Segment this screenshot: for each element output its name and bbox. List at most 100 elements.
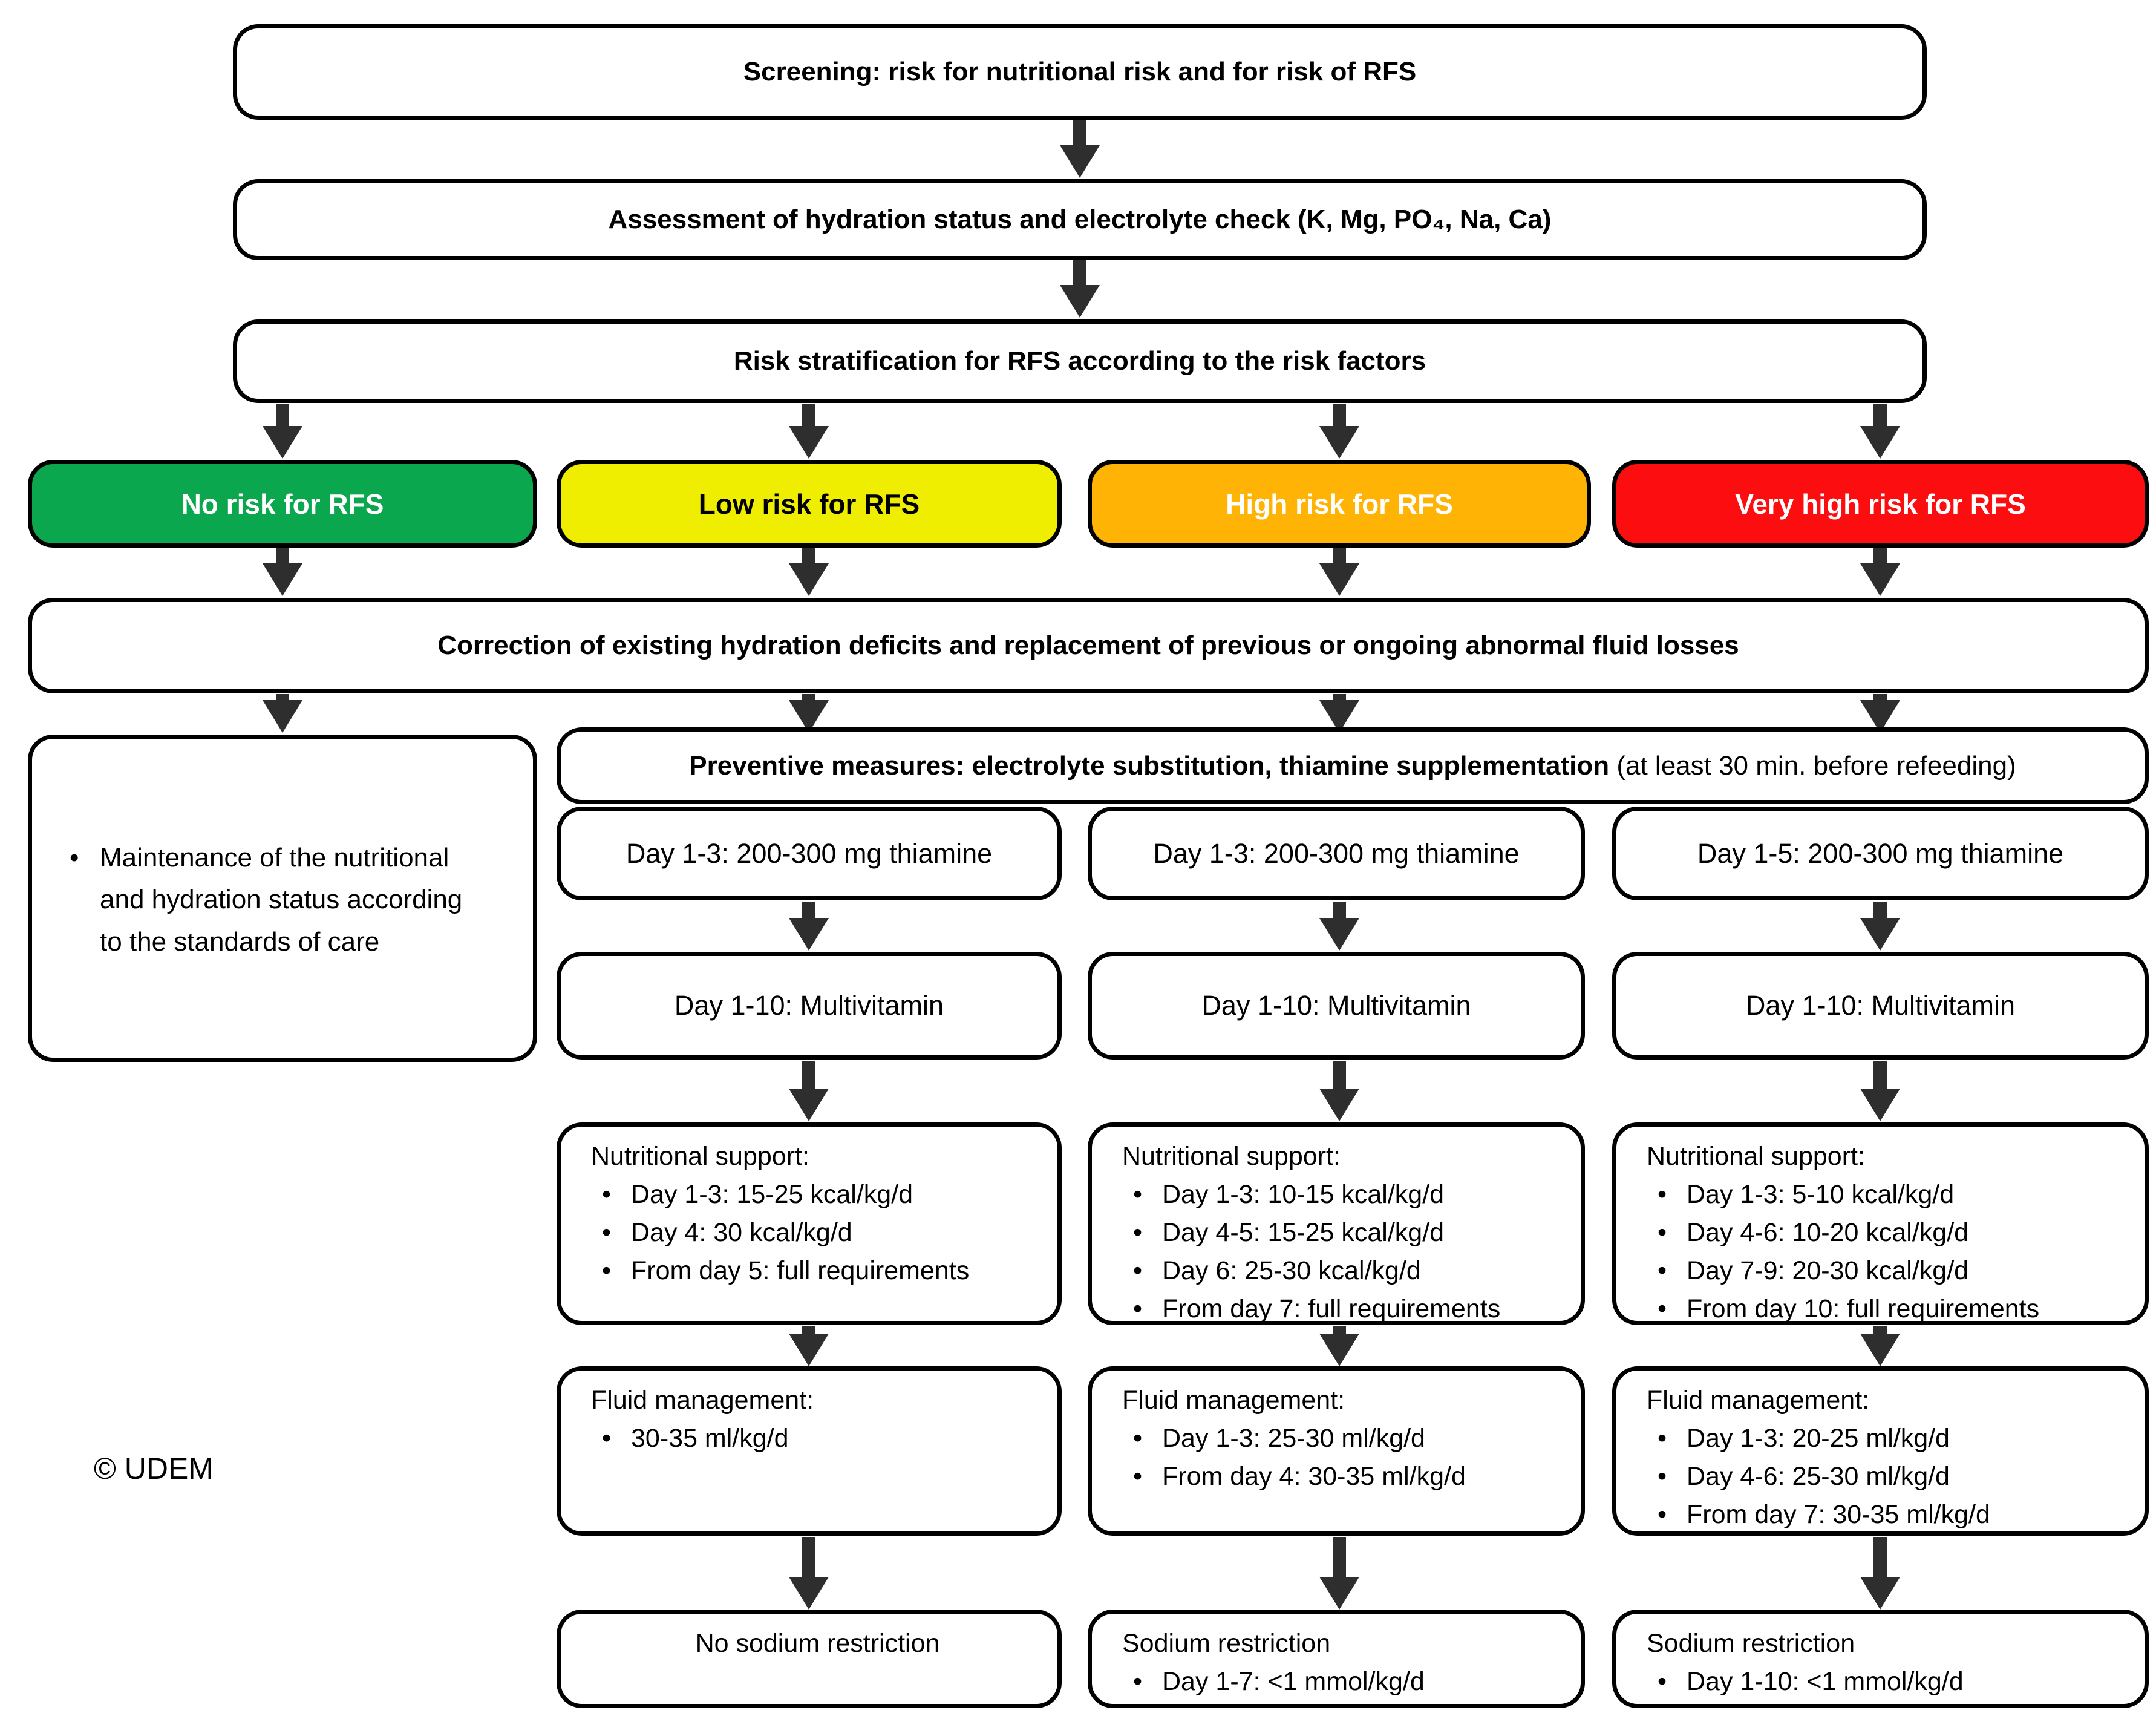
bullet-item: Day 1-3: 10-15 kcal/kg/d [1122, 1177, 1567, 1212]
bullet-item: Day 4-5: 15-25 kcal/kg/d [1122, 1215, 1567, 1250]
fluid-title-very-high: Fluid management: [1647, 1386, 1870, 1415]
bullet-item: 30-35 ml/kg/d [591, 1421, 1044, 1456]
down-arrow [1873, 1537, 1887, 1577]
bullet-item: From day 7: 30-35 ml/kg/d [1647, 1497, 2131, 1531]
sodium-title-very-high: Sodium restriction [1647, 1629, 1855, 1658]
assessment-text: Assessment of hydration status and elect… [608, 205, 1552, 234]
bullet-item: Day 1-3: 20-25 ml/kg/d [1647, 1421, 2131, 1456]
down-arrow [1333, 404, 1346, 426]
bullet-item: From day 4: 30-35 ml/kg/d [1122, 1459, 1567, 1494]
down-arrow [802, 902, 815, 918]
risk-stratification-box: Risk stratification for RFS according to… [233, 319, 1927, 403]
down-arrow [276, 404, 289, 426]
fluid-list-low: 30-35 ml/kg/d [591, 1421, 1044, 1456]
down-arrow [1333, 1061, 1346, 1089]
risk-level-very-high: Very high risk for RFS [1612, 460, 2149, 548]
sodium-title-low: No sodium restriction [695, 1629, 940, 1658]
maintenance-box: Maintenance of the nutritional and hydra… [28, 735, 537, 1062]
preventive-measures-bold: Preventive measures: electrolyte substit… [689, 750, 1610, 781]
risk-level-no: No risk for RFS [28, 460, 537, 548]
nutrition-list-high: Day 1-3: 10-15 kcal/kg/dDay 4-5: 15-25 k… [1122, 1177, 1567, 1321]
bullet-item: Day 4: 30 kcal/kg/d [591, 1215, 1044, 1250]
nutritional-support-box-very-high: Nutritional support: Day 1-3: 5-10 kcal/… [1612, 1122, 2149, 1325]
down-arrow [802, 1061, 815, 1089]
bullet-item: Day 4-6: 10-20 kcal/kg/d [1647, 1215, 2131, 1250]
preventive-measures-box: Preventive measures: electrolyte substit… [557, 727, 2149, 804]
fluid-management-box-low: Fluid management: 30-35 ml/kg/d [557, 1366, 1062, 1536]
risk-level-low-label: Low risk for RFS [698, 488, 920, 520]
risk-level-low: Low risk for RFS [557, 460, 1062, 548]
bullet-item: Day 1-10: <1 mmol/kg/d [1647, 1664, 2131, 1699]
fluid-management-box-high: Fluid management: Day 1-3: 25-30 ml/kg/d… [1088, 1366, 1585, 1536]
down-arrow [1873, 1326, 1887, 1334]
down-arrow [1333, 1326, 1346, 1334]
down-arrow [1333, 548, 1346, 563]
sodium-title-high: Sodium restriction [1122, 1629, 1331, 1658]
thiamine-very-high-text: Day 1-5: 200-300 mg thiamine [1697, 837, 2064, 869]
assessment-box: Assessment of hydration status and elect… [233, 179, 1927, 260]
down-arrow [802, 694, 815, 700]
down-arrow [1333, 902, 1346, 918]
fluid-list-high: Day 1-3: 25-30 ml/kg/dFrom day 4: 30-35 … [1122, 1421, 1567, 1494]
thiamine-box-very-high: Day 1-5: 200-300 mg thiamine [1612, 807, 2149, 900]
fluid-management-box-very-high: Fluid management: Day 1-3: 20-25 ml/kg/d… [1612, 1366, 2149, 1536]
bullet-item: From day 10: full requirements [1647, 1291, 2131, 1321]
preventive-measures-note: (at least 30 min. before refeeding) [1609, 750, 2016, 781]
risk-level-high: High risk for RFS [1088, 460, 1591, 548]
screening-box: Screening: risk for nutritional risk and… [233, 24, 1927, 120]
down-arrow [1873, 694, 1887, 700]
preventive-measures-text: Preventive measures: electrolyte substit… [689, 751, 2016, 781]
multivitamin-box-low: Day 1-10: Multivitamin [557, 952, 1062, 1060]
bullet-item: Day 7-9: 20-30 kcal/kg/d [1647, 1253, 2131, 1288]
nutritional-support-box-low: Nutritional support: Day 1-3: 15-25 kcal… [557, 1122, 1062, 1325]
down-arrow [1333, 1537, 1346, 1577]
multivitamin-low-text: Day 1-10: Multivitamin [674, 990, 944, 1021]
bullet-item: From day 5: full requirements [591, 1253, 1044, 1288]
down-arrow [1873, 902, 1887, 918]
fluid-title-low: Fluid management: [591, 1386, 814, 1415]
down-arrow [276, 694, 289, 700]
risk-level-high-label: High risk for RFS [1226, 488, 1453, 520]
sodium-list-high: Day 1-7: <1 mmol/kg/d [1122, 1664, 1567, 1699]
nutritional-support-box-high: Nutritional support: Day 1-3: 10-15 kcal… [1088, 1122, 1585, 1325]
copyright-text: © UDEM [94, 1452, 214, 1485]
bullet-item: From day 7: full requirements [1122, 1291, 1567, 1321]
screening-text: Screening: risk for nutritional risk and… [743, 57, 1417, 87]
bullet-item: Day 6: 25-30 kcal/kg/d [1122, 1253, 1567, 1288]
bullet-item: Day 1-7: <1 mmol/kg/d [1122, 1664, 1567, 1699]
risk-level-very-high-label: Very high risk for RFS [1735, 488, 2026, 520]
bullet-item: Day 1-3: 15-25 kcal/kg/d [591, 1177, 1044, 1212]
down-arrow [1333, 694, 1346, 700]
thiamine-box-low: Day 1-3: 200-300 mg thiamine [557, 807, 1062, 900]
multivitamin-high-text: Day 1-10: Multivitamin [1201, 990, 1471, 1021]
fluid-title-high: Fluid management: [1122, 1386, 1345, 1415]
bullet-item: Day 4-6: 25-30 ml/kg/d [1647, 1459, 2131, 1494]
down-arrow [802, 548, 815, 563]
fluid-list-very-high: Day 1-3: 20-25 ml/kg/dDay 4-6: 25-30 ml/… [1647, 1421, 2131, 1531]
nutrition-list-low: Day 1-3: 15-25 kcal/kg/dDay 4: 30 kcal/k… [591, 1177, 1044, 1288]
multivitamin-very-high-text: Day 1-10: Multivitamin [1745, 990, 2016, 1021]
down-arrow [802, 404, 815, 426]
down-arrow [1873, 1061, 1887, 1089]
thiamine-box-high: Day 1-3: 200-300 mg thiamine [1088, 807, 1585, 900]
bullet-item: Maintenance of the nutritional and hydra… [56, 837, 491, 963]
down-arrow [1873, 548, 1887, 563]
risk-stratification-text: Risk stratification for RFS according to… [733, 346, 1426, 376]
multivitamin-box-high: Day 1-10: Multivitamin [1088, 952, 1585, 1060]
nutrition-title-very-high: Nutritional support: [1647, 1142, 1865, 1171]
nutrition-title-high: Nutritional support: [1122, 1142, 1341, 1171]
correction-box: Correction of existing hydration deficit… [28, 598, 2149, 693]
nutrition-title-low: Nutritional support: [591, 1142, 809, 1171]
bullet-item: Day 1-3: 5-10 kcal/kg/d [1647, 1177, 2131, 1212]
nutrition-list-very-high: Day 1-3: 5-10 kcal/kg/dDay 4-6: 10-20 kc… [1647, 1177, 2131, 1321]
sodium-box-low: No sodium restriction [557, 1610, 1062, 1708]
thiamine-high-text: Day 1-3: 200-300 mg thiamine [1153, 837, 1520, 869]
multivitamin-box-very-high: Day 1-10: Multivitamin [1612, 952, 2149, 1060]
down-arrow [276, 548, 289, 563]
down-arrow [1873, 404, 1887, 426]
bullet-item: Day 1-3: 25-30 ml/kg/d [1122, 1421, 1567, 1456]
sodium-list-very-high: Day 1-10: <1 mmol/kg/d [1647, 1664, 2131, 1699]
down-arrow [1073, 120, 1086, 145]
thiamine-low-text: Day 1-3: 200-300 mg thiamine [626, 837, 993, 869]
